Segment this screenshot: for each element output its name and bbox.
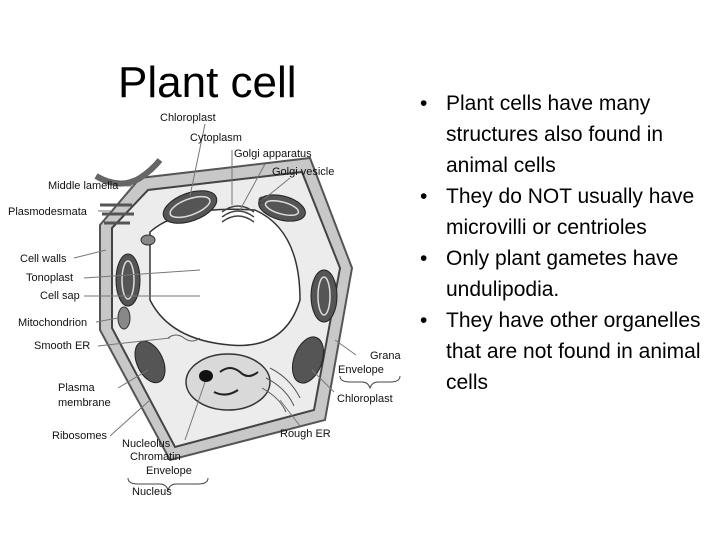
mitochondrion [117, 306, 131, 330]
label-rough-er: Rough ER [280, 428, 331, 440]
chloroplast-top-right [258, 194, 306, 222]
golgi-vesicle [258, 196, 266, 204]
golgi-apparatus [221, 205, 255, 223]
label-membrane: membrane [58, 397, 111, 409]
label-envelope-right: Envelope [338, 364, 384, 376]
chromatin [213, 367, 259, 396]
bullet-item: They do NOT usually have microvilli or c… [418, 181, 714, 243]
label-cell-walls: Cell walls [20, 253, 67, 265]
chloroplast-top-left [162, 190, 218, 224]
label-mitochondrion: Mitochondrion [18, 317, 88, 329]
label-cell-sap: Cell sap [40, 290, 80, 302]
label-cytoplasm: Cytoplasm [190, 132, 242, 144]
nucleolus [199, 370, 213, 382]
bullet-item: They have other organelles that are not … [418, 305, 714, 398]
label-tonoplast: Tonoplast [26, 272, 74, 284]
label-smooth-er: Smooth ER [34, 340, 91, 352]
nucleus-bracket [127, 477, 209, 492]
rough-er [261, 367, 301, 413]
bullet-item: Plant cells have many structures also fo… [418, 88, 714, 181]
label-golgi-apparatus: Golgi apparatus [234, 148, 312, 160]
chloroplast-bottom-left [134, 340, 166, 384]
chloroplast-left [115, 253, 141, 307]
chloroplast-bottom-right [291, 336, 325, 384]
smooth-er [167, 334, 201, 342]
bullet-item: Only plant gametes have undulipodia. [418, 243, 714, 305]
label-nucleus: Nucleus [132, 486, 172, 498]
leader-lines [73, 123, 357, 441]
plasmodesmata [100, 203, 134, 225]
bullet-list: Plant cells have many structures also fo… [418, 88, 714, 398]
label-chloroplast-right: Chloroplast [337, 393, 393, 405]
label-envelope-bottom: Envelope [146, 465, 192, 477]
label-grana: Grana [370, 350, 401, 362]
nucleus [185, 353, 271, 411]
slide-title: Plant cell [118, 58, 297, 107]
label-plasma: Plasma [58, 382, 95, 394]
mitochondrion-2 [140, 234, 156, 246]
chloroplast-bracket [339, 375, 401, 390]
label-ribosomes: Ribosomes [52, 430, 108, 442]
label-chloroplast: Chloroplast [160, 112, 216, 124]
label-nucleolus: Nucleolus [122, 438, 171, 450]
middle-lamella [94, 158, 163, 187]
label-plasmodesmata: Plasmodesmata [8, 206, 87, 218]
label-chromatin: Chromatin [130, 451, 181, 463]
label-golgi-vesicle: Golgi vesicle [272, 166, 335, 178]
vacuole [149, 208, 301, 347]
label-middle-lamella: Middle lamella [48, 180, 119, 192]
chloroplast-right [310, 269, 338, 323]
